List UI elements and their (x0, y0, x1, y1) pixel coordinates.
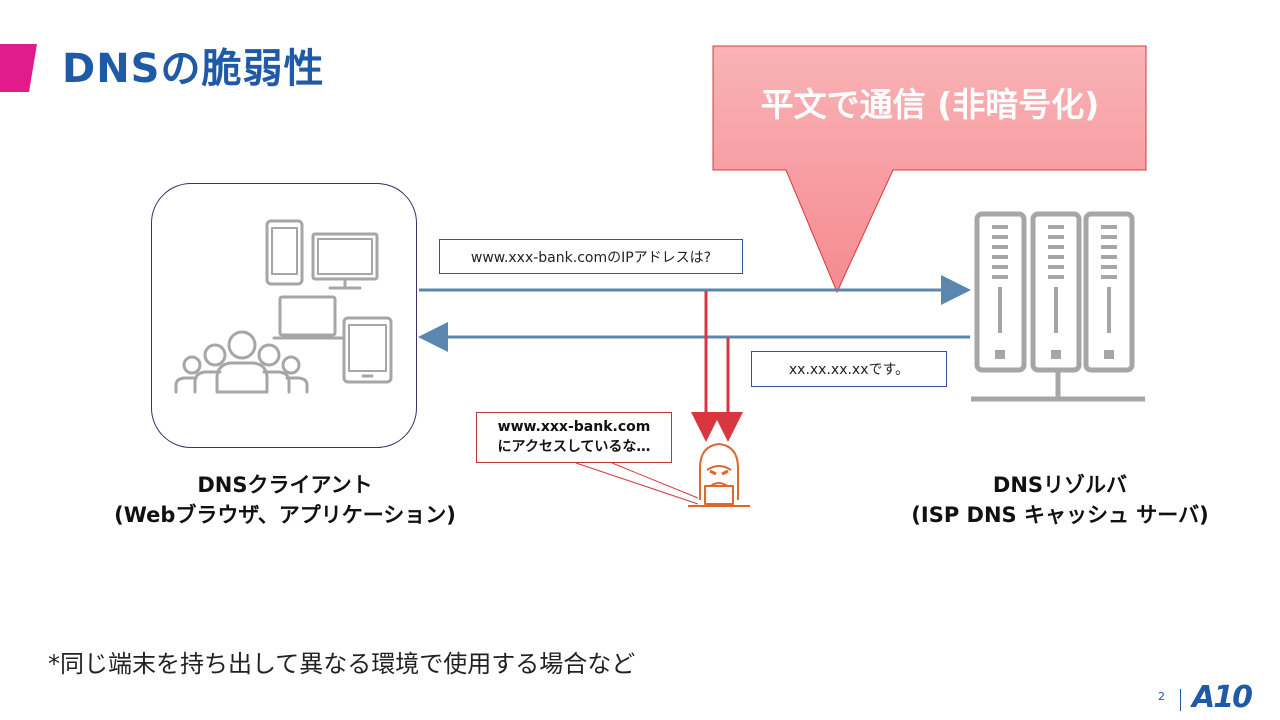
footnote: *同じ端末を持ち出して異なる環境で使用する場合など (48, 650, 636, 678)
dns-answer-message: xx.xx.xx.xxです。 (751, 351, 947, 387)
callout-text: 平文で通信 (非暗号化) (760, 85, 1100, 124)
title-accent-bar (0, 44, 37, 92)
attacker-note: www.xxx-bank.com にアクセスしているな… (476, 412, 672, 463)
dns-query-message: www.xxx-bank.comのIPアドレスは? (439, 239, 743, 274)
brand-logo: A10 (1192, 680, 1253, 715)
server-rack-icon (971, 211, 1145, 402)
footer-divider (1180, 689, 1181, 711)
dns-resolver-label-line1: DNSリゾルバ (992, 473, 1128, 497)
dns-client-box (151, 183, 417, 448)
devices-and-users-icon (174, 219, 393, 394)
dns-client-label: DNSクライアント (Webブラウザ、アプリケーション) (80, 470, 490, 530)
dns-resolver-label: DNSリゾルバ (ISP DNS キャッシュ サーバ) (880, 470, 1240, 530)
page-number: 2 (1158, 690, 1165, 703)
attacker-note-line2: にアクセスしているな… (497, 439, 651, 455)
slide-title: DNSの脆弱性 (62, 46, 325, 92)
dns-client-label-line1: DNSクライアント (197, 473, 373, 497)
dns-client-label-line2: (Webブラウザ、アプリケーション) (114, 503, 456, 527)
hacker-icon (688, 443, 750, 507)
attacker-note-line1: www.xxx-bank.com (497, 419, 651, 435)
dns-resolver-label-line2: (ISP DNS キャッシュ サーバ) (911, 503, 1209, 527)
